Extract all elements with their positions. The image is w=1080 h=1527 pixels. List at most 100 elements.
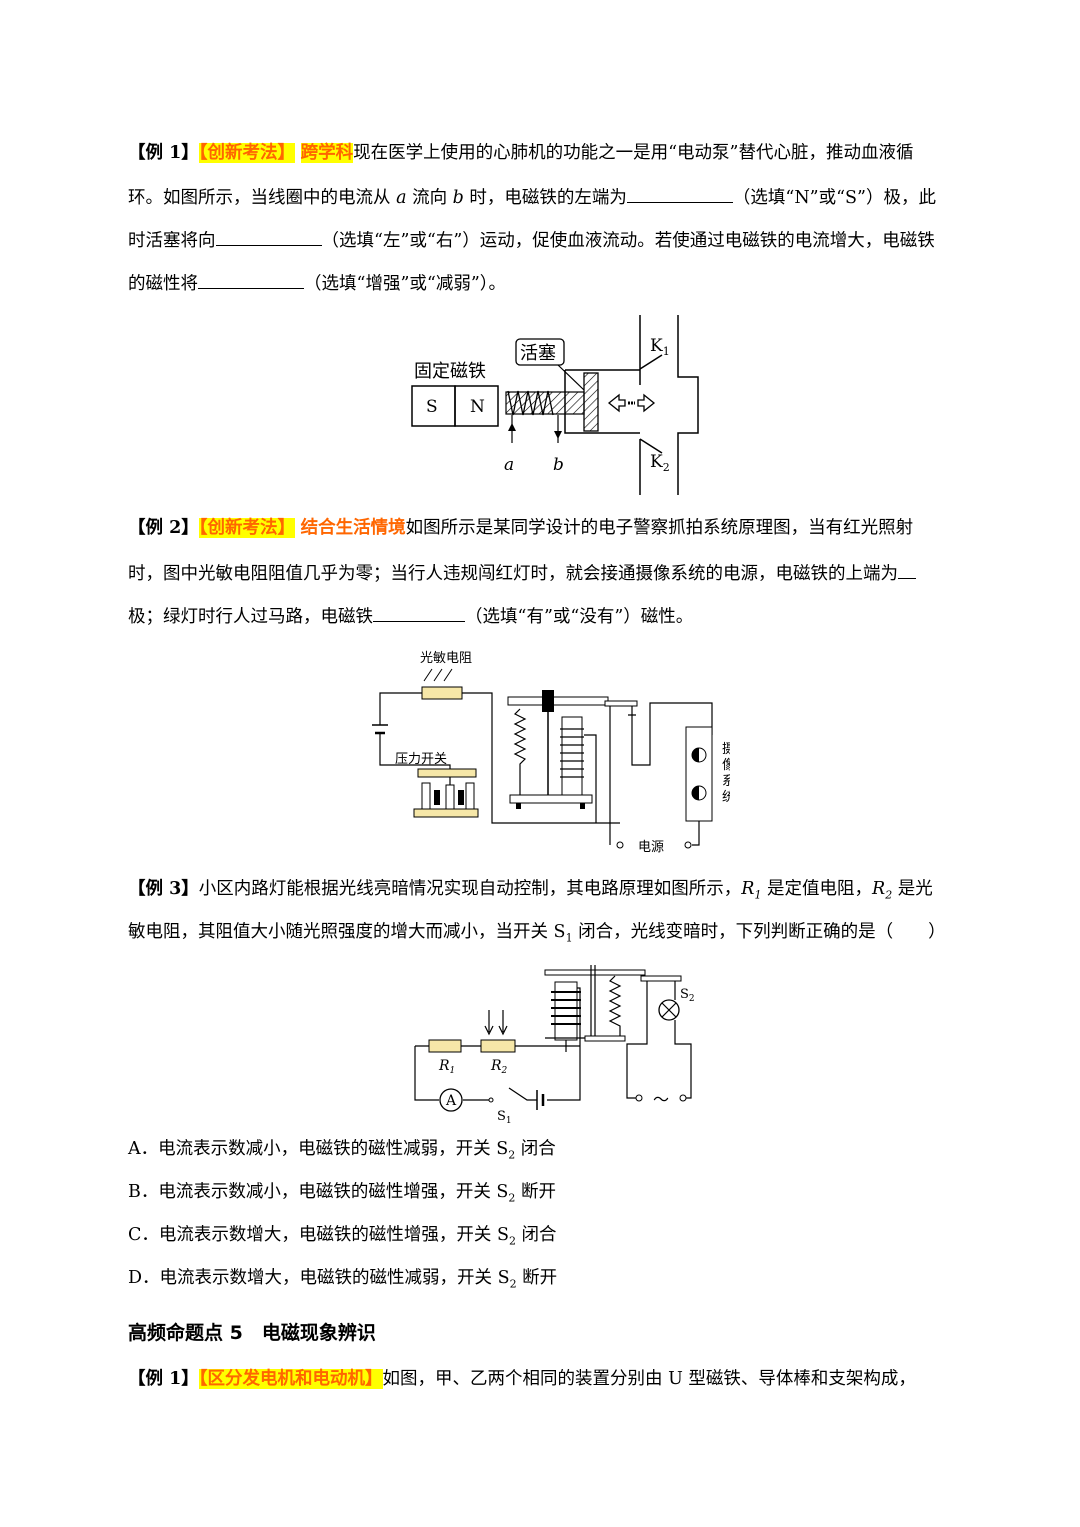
ex3-text1a: 小区内路灯能根据光线亮暗情况实现自动控制，其电路原理如图所示，	[198, 879, 742, 899]
ex1-line3: 时活塞将向 （选填“左”或“右”）运动，促使血液流动。若使通过电磁铁的电流增大，电…	[128, 227, 983, 253]
ex2-tag: 【创新考法】	[198, 518, 296, 538]
ammeter-label: A	[445, 1093, 457, 1109]
k1-label: K1	[650, 336, 670, 358]
ex1-label: 【例 1】	[128, 143, 199, 163]
arrow-down-icon	[554, 431, 562, 439]
ex1-text4a: 的磁性将	[128, 274, 198, 294]
ex3-line2: 敏电阻，其阻值大小随光照强度的增大而减小，当开关 S1 闭合，光线变暗时，下列判…	[128, 920, 983, 951]
ex1-line2: 环。如图所示，当线圈中的电流从 a 流向 b 时，电磁铁的左端为 （选填“N”或“…	[128, 184, 983, 210]
camera-label-1: 摄	[722, 742, 730, 757]
r1-label: R1	[438, 1058, 455, 1076]
photoresistor-r2	[480, 1039, 516, 1053]
s1-subscript: 1	[565, 931, 573, 945]
answer-blank-1[interactable]	[626, 184, 733, 203]
ex2-line3: 极；绿灯时行人过马路，电磁铁 （选填“有”或“没有”）磁性。	[128, 603, 983, 629]
electromagnet-coil	[551, 991, 581, 1025]
ex3-text1c: 是光	[892, 879, 933, 899]
answer-blank-3[interactable]	[198, 270, 304, 289]
ex4-label: 【例 1】	[128, 1369, 199, 1389]
ex1-text2a: 环。如图所示，当线圈中的电流从	[128, 188, 397, 208]
ex2-label: 【例 2】	[128, 518, 199, 538]
switch-s2	[640, 975, 682, 982]
photoresistor	[421, 686, 463, 700]
relay-base	[509, 794, 593, 804]
option-b[interactable]: B．电流表示数减小，电磁铁的磁性增强，开关 S2 断开	[128, 1182, 556, 1205]
ex1-text1: 现在医学上使用的心肺机的功能之一是用“电动泵”替代心脏，推动血液循	[353, 143, 914, 163]
section-heading: 高频命题点 5 电磁现象辨识	[128, 1322, 376, 1344]
ex2-text3b: （选填“有”或“没有”）磁性。	[465, 607, 694, 627]
pressure-switch-plate	[417, 768, 477, 778]
ex1-subtag: 跨学科	[300, 143, 354, 163]
ex1-var-b: b	[452, 188, 464, 208]
ex3-text1b: 是定值电阻，	[761, 879, 873, 899]
magnet-label: 固定磁铁	[414, 361, 486, 382]
s1-label: S1	[497, 1109, 512, 1125]
light-arrows-icon	[484, 1010, 508, 1036]
ex3-text2b: 闭合，光线变暗时，下列判断正确的是（ ）	[572, 922, 946, 942]
ex2-subtag: 结合生活情境	[300, 518, 406, 538]
power-label: 电源	[638, 840, 664, 855]
pump-housing	[564, 315, 699, 495]
ex2-line1: 【例 2】【创新考法】 结合生活情境如图所示是某同学设计的电子警察抓拍系统原理图…	[128, 516, 983, 540]
camera-system	[685, 726, 713, 822]
relay-spring	[513, 708, 527, 795]
relay-spring	[608, 975, 622, 1036]
r2-symbol: R2	[872, 879, 893, 902]
s-pole-label: S	[426, 397, 438, 417]
ex1-var-a: a	[396, 188, 407, 208]
relay-armature	[507, 696, 609, 706]
figure-traffic-camera: 光敏电阻 压力开关 摄 像	[370, 645, 735, 860]
figure-electric-pump: 固定磁铁 S N a b 活塞 K1 K2	[400, 315, 710, 495]
answer-blank-2[interactable]	[215, 227, 322, 246]
option-c[interactable]: C．电流表示数增大，电磁铁的磁性增强，开关 S2 闭合	[128, 1225, 557, 1248]
ex1-tag: 【创新考法】	[198, 143, 296, 163]
ldr-label: 光敏电阻	[420, 651, 472, 666]
ex1-text3b: （选填“左”或“右”）运动，促使血液流动。若使通过电磁铁的电流增大，电磁铁	[321, 231, 935, 251]
option-a[interactable]: A．电流表示数减小，电磁铁的磁性减弱，开关 S2 闭合	[128, 1139, 556, 1162]
ex4-text1: 如图，甲、乙两个相同的装置分别由 U 型磁铁、导体棒和支架构成，	[382, 1369, 916, 1389]
ex1-text4b: （选填“增强”或“减弱”）。	[304, 274, 507, 294]
camera-label-4: 统	[722, 790, 730, 805]
point-b-label: b	[553, 455, 564, 475]
r2-label: R2	[490, 1058, 508, 1076]
ac-symbol: ～	[653, 1090, 669, 1109]
arrow-up-icon	[508, 423, 516, 431]
pressure-switch-label: 压力开关	[395, 752, 447, 767]
camera-label-2: 像	[722, 758, 730, 773]
valve-k2	[639, 438, 663, 454]
point-a-label: a	[504, 455, 514, 475]
s2-label: S2	[680, 987, 695, 1004]
option-d[interactable]: D．电流表示数增大，电磁铁的磁性减弱，开关 S2 断开	[128, 1268, 558, 1291]
left-arrow-icon	[607, 393, 626, 413]
n-pole-label: N	[470, 397, 485, 417]
answer-blank-4[interactable]	[898, 560, 916, 579]
ex3-line1: 【例 3】小区内路灯能根据光线亮暗情况实现自动控制，其电路原理如图所示，R1 是…	[128, 877, 983, 908]
ex2-text1: 如图所示是某同学设计的电子警察抓拍系统原理图，当有红光照射	[405, 518, 914, 538]
coil-winding	[507, 390, 554, 416]
valve-k1	[639, 354, 663, 370]
r1-symbol: R1	[741, 879, 762, 902]
ex4-line1: 【例 1】【区分发电机和电动机】如图，甲、乙两个相同的装置分别由 U 型磁铁、导…	[128, 1367, 983, 1391]
piston-label: 活塞	[520, 343, 556, 364]
k2-label: K2	[650, 452, 670, 474]
piston	[583, 372, 599, 432]
relay-contacts	[604, 700, 638, 707]
ex1-text3a: 时活塞将向	[128, 231, 216, 251]
figure-street-light: R1 R2 A S1 S2 ～	[405, 960, 705, 1126]
pressure-switch-base	[413, 808, 479, 818]
resistor-r1	[428, 1039, 462, 1053]
ex1-line4: 的磁性将 （选填“增强”或“减弱”）。	[128, 270, 983, 296]
ex2-text3a: 极；绿灯时行人过马路，电磁铁	[128, 607, 373, 627]
ex1-text2d: （选填“N”或“S”）极，此	[732, 188, 936, 208]
ex4-tag: 【区分发电机和电动机】	[198, 1369, 383, 1389]
magnet-n-pole	[454, 385, 499, 427]
camera-label-3: 系	[722, 774, 730, 789]
right-arrow-icon	[637, 393, 656, 413]
electromagnet-coil	[560, 728, 584, 778]
ammeter	[439, 1088, 463, 1112]
ex2-line2: 时，图中光敏电阻阻值几乎为零；当行人违规闯红灯时，就会接通摄像系统的电源，电磁铁…	[128, 560, 983, 586]
ex1-text2c: 时，电磁铁的左端为	[463, 188, 627, 208]
ex2-text2: 时，图中光敏电阻阻值几乎为零；当行人违规闯红灯时，就会接通摄像系统的电源，电磁铁…	[128, 564, 898, 584]
answer-blank-5[interactable]	[373, 603, 465, 622]
ex1-text2b: 流向	[406, 188, 453, 208]
